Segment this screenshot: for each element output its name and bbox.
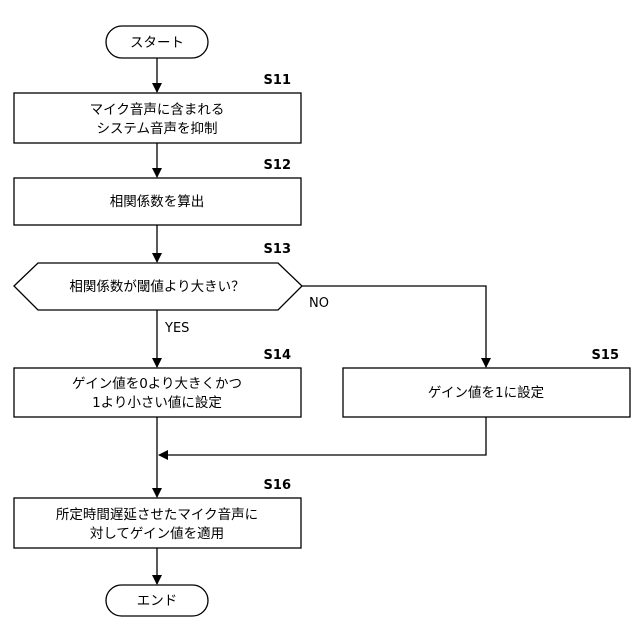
start-label: スタート bbox=[130, 35, 184, 51]
branch-no-label: NO bbox=[309, 296, 329, 311]
s15-line-1: ゲイン値を1に設定 bbox=[428, 385, 544, 401]
decision-s13: 相関係数が閾値より大きい？ S13 YES NO bbox=[14, 242, 329, 336]
end-label: エンド bbox=[137, 593, 178, 609]
s14-step-id: S14 bbox=[264, 348, 291, 363]
s11-line-1: マイク音声に含まれる bbox=[90, 101, 225, 118]
start-terminator: スタート bbox=[106, 26, 208, 58]
s13-line-1: 相関係数が閾値より大きい？ bbox=[69, 279, 244, 295]
s15-step-id: S15 bbox=[592, 348, 619, 363]
arrow-s15-merge bbox=[159, 417, 486, 455]
s16-line-1: 所定時間遅延させたマイク音声に bbox=[56, 506, 258, 523]
s14-line-2: 1より小さい値に設定 bbox=[92, 395, 222, 411]
end-terminator: エンド bbox=[106, 585, 208, 616]
s12-line-1: 相関係数を算出 bbox=[110, 194, 205, 210]
s11-step-id: S11 bbox=[264, 73, 291, 88]
s16-step-id: S16 bbox=[264, 478, 291, 493]
s11-line-2: システム音声を抑制 bbox=[96, 120, 217, 137]
s12-step-id: S12 bbox=[264, 158, 291, 173]
branch-yes-label: YES bbox=[164, 321, 189, 336]
s16-line-2: 対してゲイン値を適用 bbox=[90, 525, 224, 542]
arrow-s13-to-s15 bbox=[302, 286, 486, 367]
s14-line-1: ゲイン値を0より大きくかつ bbox=[72, 376, 242, 392]
s13-step-id: S13 bbox=[264, 242, 291, 257]
